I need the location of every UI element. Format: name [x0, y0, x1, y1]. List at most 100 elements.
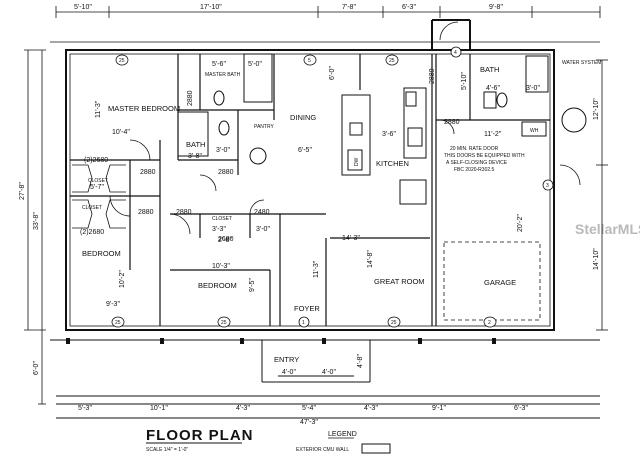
inner-wall-lines	[69, 53, 551, 327]
dim-br-w: 4'-6"	[486, 85, 500, 92]
room-foyer: FOYER	[294, 304, 320, 313]
dim-door-2880-g: 2880	[444, 119, 460, 126]
legend-swatch	[361, 443, 391, 454]
dim-c2: 3'-0"	[256, 226, 270, 233]
dim-bd-w: 9'-3"	[106, 301, 120, 308]
kitchen-counters	[341, 87, 427, 205]
fire-note-4: FBC 2020-R302.5	[454, 167, 495, 173]
dim-top-5: 9'-8"	[489, 4, 503, 11]
dim-left-1: 27'-8"	[19, 182, 26, 200]
garage-outline	[443, 241, 541, 321]
legend-item-label: EXTERIOR CMU WALL	[296, 447, 349, 453]
dim-mb-w: 10'-4"	[112, 129, 130, 136]
exterior-walls	[65, 19, 555, 331]
dim-k-w: 3'-6"	[382, 131, 396, 138]
room-water-system: WATER SYSTEM	[562, 60, 601, 66]
bath-fixtures	[177, 53, 587, 165]
closet-outlines	[72, 164, 126, 229]
fire-note-1: 20 MIN. RATE DOOR	[450, 146, 499, 152]
legend-title: LEGEND	[328, 431, 357, 438]
dim-br2: 3'-0"	[526, 85, 540, 92]
porch-columns	[66, 338, 496, 344]
room-pantry: PANTRY	[254, 124, 274, 130]
window-markers	[111, 46, 554, 328]
room-bedroom-left: BEDROOM	[82, 249, 121, 258]
dim-br-h: 5'-10"	[461, 72, 468, 90]
dim-door-2880-f: 2880	[429, 68, 436, 84]
plan-scale: SCALE 1/4" = 1'-0"	[146, 447, 188, 453]
dim-left-2: 33'-8"	[33, 212, 40, 230]
dim-mb-h: 11'-3"	[95, 100, 102, 118]
room-bedroom-mid: BEDROOM	[198, 281, 237, 290]
room-master-bath: MASTER BATH	[205, 72, 241, 78]
dim-gar-w: 11'-2"	[484, 131, 502, 138]
fire-note-2: THIS DOORS BE EQUIPPED WITH	[444, 153, 525, 159]
left-dimension-lines	[24, 49, 46, 405]
dim-door-2880-e: 2880	[187, 90, 194, 106]
dim-top-3: 7'-8"	[342, 4, 356, 11]
dim-bot-7: 6'-3"	[514, 405, 528, 412]
dim-left-3: 6'-0"	[33, 361, 40, 375]
room-great-room: GREAT ROOM	[374, 277, 425, 286]
dim-top-4: 6'-3"	[402, 4, 416, 11]
closet-a-label: CLOSET	[88, 178, 108, 184]
label-wh: WH	[530, 128, 539, 134]
room-kitchen: KITCHEN	[376, 159, 409, 168]
dim-c3: 2'-8"	[218, 237, 232, 244]
dim-gr-h: 14'-8"	[367, 250, 374, 268]
fire-note-3: A SELF-CLOSING DEVICE	[446, 160, 508, 166]
marker-25-e: 25	[391, 320, 397, 326]
marker-25-a: 25	[119, 58, 125, 64]
dim-dining-w: 6'-5"	[298, 147, 312, 154]
interior-walls	[70, 54, 550, 326]
dim-right-2: 14'-10"	[593, 248, 600, 270]
dim-gr-w: 14'-3"	[342, 235, 360, 242]
room-bath-left: BATH	[186, 140, 205, 149]
dim-cl-2: 5'-7"	[90, 184, 104, 191]
dim-gar-h: 20'-2"	[517, 214, 524, 232]
dim-bath-h: 3'-0"	[216, 147, 230, 154]
dim-top-2: 17'-10"	[200, 4, 222, 11]
marker-3: 3	[546, 183, 549, 189]
dim-bd2-h: 9'-5"	[249, 278, 256, 292]
marker-4: 4	[454, 50, 457, 56]
marker-25-d: 25	[221, 320, 227, 326]
closet-c-label: CLOSET	[212, 216, 232, 222]
dim-bot-2: 10'-1"	[150, 405, 168, 412]
dim-door-2880-c: 2880	[176, 209, 192, 216]
room-dining: DINING	[290, 113, 316, 122]
dim-dining-h: 6'-0"	[329, 66, 336, 80]
top-dimension-lines	[50, 6, 601, 43]
door-swings	[109, 21, 581, 235]
room-entry: ENTRY	[274, 355, 299, 364]
dim-cl-1: (2)2680	[84, 157, 108, 164]
dim-bot-4: 5'-4"	[302, 405, 316, 412]
dim-cl-3: (2)2680	[80, 229, 104, 236]
dim-bath-w: 3'-8"	[188, 153, 202, 160]
dim-e2: 4'-0"	[322, 369, 336, 376]
marker-25-c: 25	[115, 320, 121, 326]
dim-mbath: 5'-6"	[212, 61, 226, 68]
dim-door-2880-d: 2880	[218, 169, 234, 176]
dw-label: DW	[354, 157, 360, 166]
dim-e3: 4'-8"	[357, 354, 364, 368]
room-master-bedroom: MASTER BEDROOM	[108, 104, 180, 113]
marker-2: 2	[488, 320, 491, 326]
dim-top-1: 5'-10"	[74, 4, 92, 11]
dim-bot-total: 47'-3"	[300, 419, 318, 426]
dim-fy-h: 11'-3"	[313, 260, 320, 278]
dim-bot-5: 4'-3"	[364, 405, 378, 412]
dim-door-2480: 2480	[254, 209, 270, 216]
dim-right-1: 12'-10"	[593, 98, 600, 120]
dim-door-2880-a: 2880	[140, 169, 156, 176]
dim-door-2680: 2680	[218, 236, 234, 243]
marker-5: 5	[308, 58, 311, 64]
room-garage: GARAGE	[484, 278, 516, 287]
closet-b-label: CLOSET	[82, 205, 102, 211]
dim-door-2880-b: 2880	[138, 209, 154, 216]
dim-bot-6: 9'-1"	[432, 405, 446, 412]
plan-title: FLOOR PLAN	[146, 427, 254, 444]
dim-e1: 4'-0"	[282, 369, 296, 376]
dim-bot-3: 4'-3"	[236, 405, 250, 412]
